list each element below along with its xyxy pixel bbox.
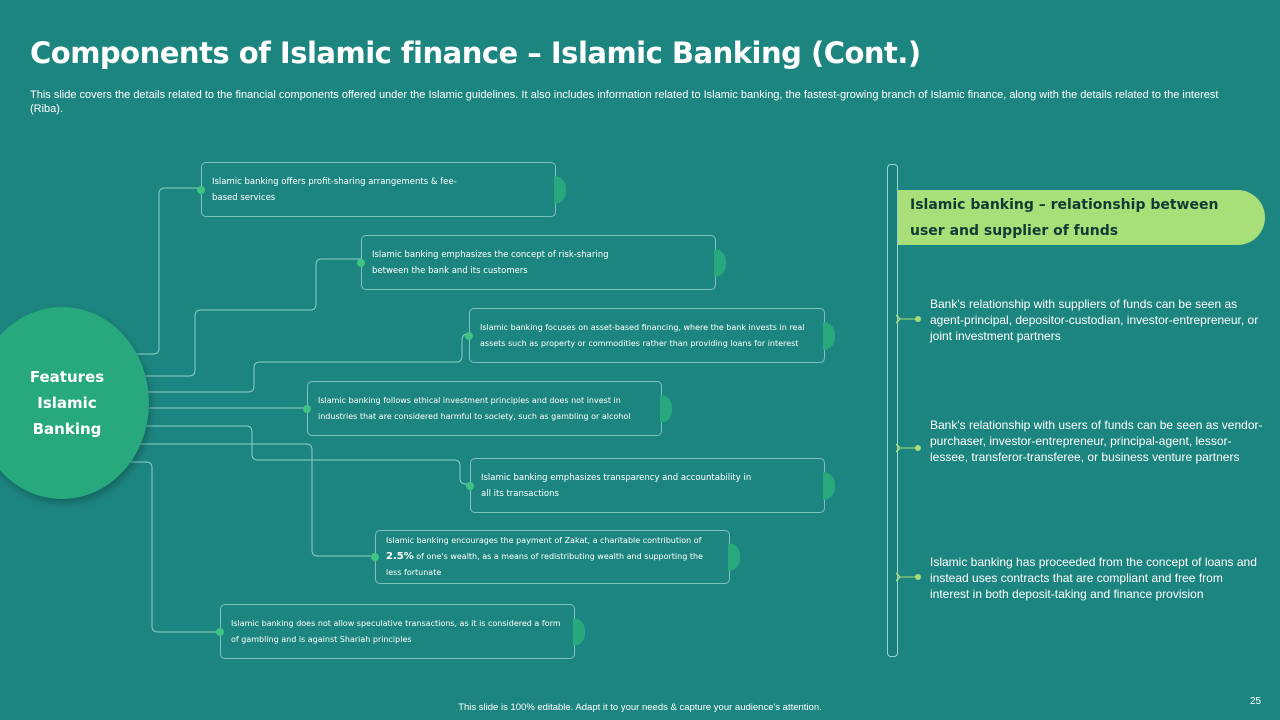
feature-text: Islamic banking follows ethical investme… — [318, 395, 631, 421]
features-hub-circle: Features Islamic Banking — [0, 307, 149, 499]
connector-2 — [145, 258, 361, 377]
relationship-point-contracts: Islamic banking has proceeded from the c… — [930, 555, 1257, 601]
connector-3 — [148, 333, 472, 393]
feature-text: Islamic banking emphasizes transparency … — [481, 472, 752, 499]
feature-box-no-speculation: Islamic banking does not allow speculati… — [216, 604, 585, 659]
feature-tab — [823, 471, 835, 500]
connector-dot — [371, 553, 379, 561]
feature-tab — [714, 248, 726, 277]
connector-7 — [128, 461, 220, 633]
connector-1 — [133, 187, 201, 355]
feature-tab — [660, 394, 672, 423]
slide-subtitle: This slide covers the details related to… — [30, 89, 1219, 115]
chevron-right-icon — [896, 572, 921, 582]
feature-box-zakat: Islamic banking encourages the payment o… — [371, 530, 740, 584]
feature-text: Islamic banking does not allow speculati… — [231, 618, 561, 644]
feature-text: Islamic banking offers profit-sharing ar… — [212, 176, 457, 203]
feature-box-risk-sharing: Islamic banking emphasizes the concept o… — [357, 235, 726, 290]
connector-dot — [466, 481, 474, 490]
connector-dot — [465, 331, 473, 340]
feature-text: Islamic banking emphasizes the concept o… — [372, 249, 609, 276]
feature-tab — [728, 543, 740, 571]
connector-5 — [146, 425, 470, 485]
connector-dot — [357, 258, 365, 267]
feature-text: Islamic banking encourages the payment o… — [386, 533, 719, 581]
relationship-rail — [887, 164, 898, 657]
relationship-point-suppliers: Bank's relationship with suppliers of fu… — [930, 297, 1259, 343]
connector-6 — [140, 443, 377, 557]
hub-label: Features Islamic Banking — [29, 368, 105, 438]
feature-tab — [554, 175, 566, 204]
feature-box-transparency: Islamic banking emphasizes transparency … — [466, 458, 835, 513]
connector-dot — [303, 404, 311, 413]
zakat-percentage: 2.5% — [386, 551, 414, 562]
zakat-text-after: of one's wealth, as a means of redistrib… — [386, 552, 703, 577]
feature-box-profit-sharing: Islamic banking offers profit-sharing ar… — [197, 162, 566, 217]
relationship-point-users: Bank's relationship with users of funds … — [930, 418, 1263, 464]
zakat-text-before: Islamic banking encourages the payment o… — [386, 536, 702, 545]
relationship-heading-text: Islamic banking – relationship between u… — [910, 196, 1219, 239]
relationship-heading: Islamic banking – relationship between u… — [898, 190, 1265, 245]
slide-title: Components of Islamic finance – Islamic … — [30, 36, 921, 70]
chevron-right-icon — [896, 443, 921, 453]
slide-footer: This slide is 100% editable. Adapt it to… — [458, 702, 822, 713]
feature-box-asset-based: Islamic banking focuses on asset-based f… — [465, 308, 835, 363]
feature-tab — [573, 617, 585, 646]
connector-dot — [197, 185, 205, 194]
feature-text: Islamic banking focuses on asset-based f… — [480, 322, 805, 348]
chevron-right-icon — [896, 314, 921, 324]
connector-dot — [216, 627, 224, 636]
page-number: 25 — [1250, 696, 1262, 707]
feature-box-ethical-investment: Islamic banking follows ethical investme… — [303, 381, 672, 436]
feature-tab — [823, 321, 835, 350]
